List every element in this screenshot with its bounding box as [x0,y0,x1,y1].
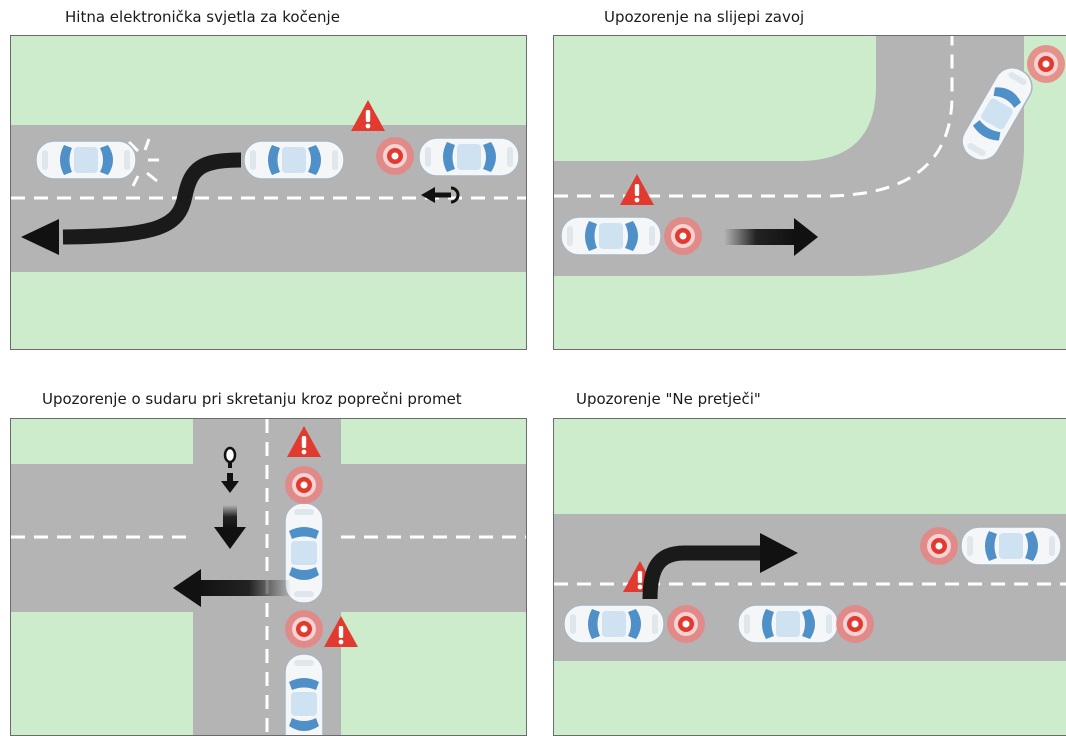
car-icon [418,137,520,177]
panel-do-not-pass-warning [553,418,1066,736]
alert-target-icon [285,610,323,648]
car-icon [960,526,1062,566]
arrow-head [21,219,59,255]
panel-emergency-brake-lights [10,35,527,350]
alert-target-icon [1027,45,1065,83]
panel-3-title: Upozorenje o sudaru pri skretanju kroz p… [42,390,462,408]
panel-4-title: Upozorenje "Ne pretječi" [576,390,761,408]
car-icon [560,216,662,256]
alert-target-icon [285,466,323,504]
arrow-head [221,481,239,493]
alert-target-icon [376,137,414,175]
arrow-icon [197,580,291,596]
car-icon [284,653,324,735]
arrow-head [173,569,201,607]
panel-cross-traffic-warning [10,418,527,736]
panel-2-title: Upozorenje na slijepi zavoj [604,8,805,26]
brake-light-flash [127,138,159,187]
alert-target-icon [920,527,958,565]
arrow-icon [724,229,796,245]
pass-arrow [642,545,762,600]
warning-triangle-icon [351,100,385,131]
alert-target-icon [836,605,874,643]
arrow-head [760,533,798,573]
alert-target-icon [667,605,705,643]
road [554,36,1024,276]
alert-target-icon [664,217,702,255]
lane-marking [554,36,954,198]
arrow-head [794,218,818,256]
swerve-arrow [62,152,242,245]
panel-blind-curve-warning [553,35,1066,350]
panel-1-title: Hitna elektronička svjetla za kočenje [65,8,340,26]
car-icon [737,604,839,644]
arrow-head [214,527,246,549]
arrow-icon [223,505,237,529]
u-turn-arrow-icon [421,186,460,204]
car-icon [35,140,137,180]
car-icon [563,604,665,644]
